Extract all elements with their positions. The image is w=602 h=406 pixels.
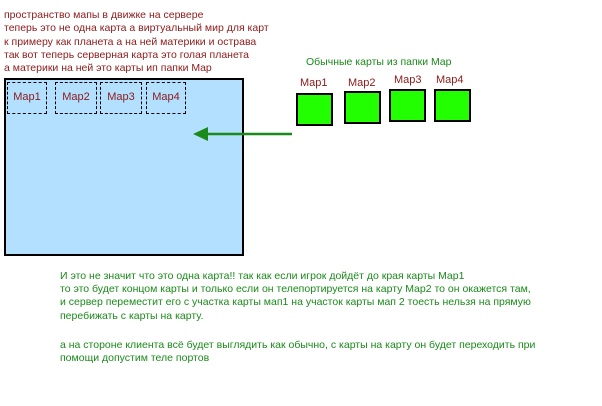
intro-line: к примеру как планета а на ней материки … <box>4 35 257 48</box>
explanation-line: перебижать с карты на карту. <box>60 309 204 322</box>
map-card-2 <box>344 91 381 124</box>
intro-line: пространство мапы в движке на сервере <box>4 9 204 21</box>
intro-line: теперь это не одна карта а виртуальный м… <box>4 22 269 35</box>
intro-line: так вот теперь серверная карта это голая… <box>4 48 249 61</box>
card-label-map2: Map2 <box>348 77 376 89</box>
paragraph-gap <box>60 323 535 339</box>
card-label-map4: Map4 <box>436 74 464 86</box>
explanation-line: и сервер переместит его с участка карты … <box>60 296 531 309</box>
server-world-map <box>4 78 244 256</box>
world-slot-map1: Map1 <box>7 82 47 114</box>
explanation-line: то это будет концом карты и только если … <box>60 283 531 296</box>
world-slot-map3: Map3 <box>100 82 142 114</box>
explanation-line: И это не значит что это одна карта!! так… <box>60 270 465 282</box>
explanation-text: И это не значит что это одна карта!! так… <box>60 270 535 365</box>
explanation-line: а на стороне клиента всё будет выглядить… <box>60 338 536 351</box>
card-label-map1: Map1 <box>300 77 328 89</box>
arrow-head <box>193 127 208 141</box>
world-slot-map4: Map4 <box>146 82 186 114</box>
intro-line: а материки на ней это карты ип папки Map <box>4 62 212 75</box>
intro-text: пространство мапы в движке на сервере те… <box>4 9 269 75</box>
map-card-1 <box>296 93 333 126</box>
map-card-4 <box>434 89 471 122</box>
card-label-map3: Map3 <box>394 74 422 86</box>
map-card-3 <box>389 89 426 122</box>
legend-regular-maps: Обычные карты из папки Map <box>306 56 452 68</box>
world-slot-map2: Map2 <box>55 82 97 114</box>
explanation-line: помощи допустим теле портов <box>60 351 210 364</box>
